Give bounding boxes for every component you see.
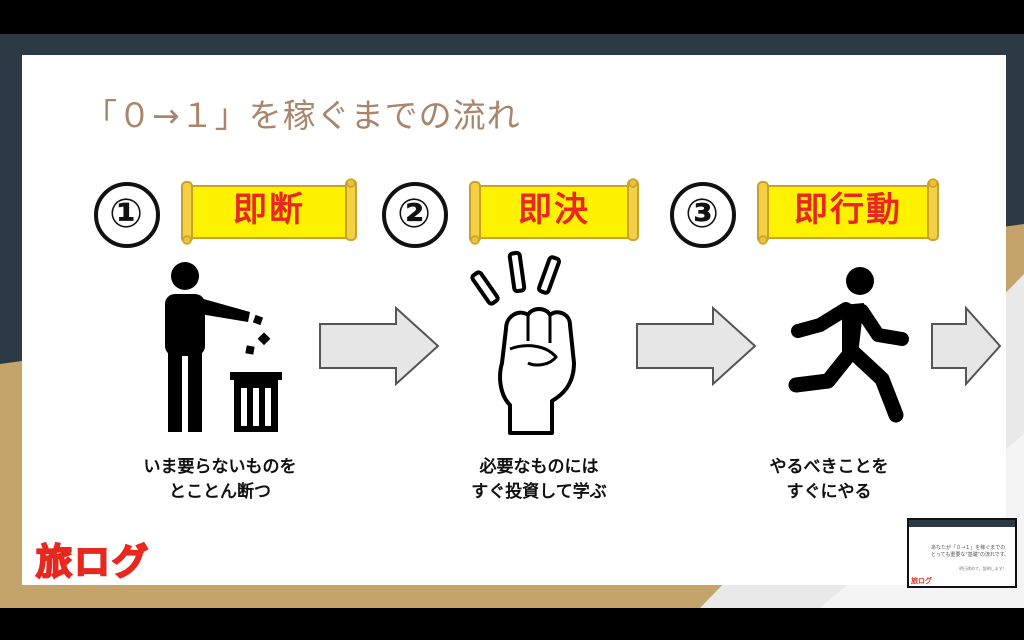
step-3-number: ③ bbox=[670, 182, 734, 246]
step-2-caption: 必要なものには すぐ投資して学ぶ bbox=[419, 455, 659, 505]
step-2-banner-label: 即決 bbox=[468, 178, 640, 246]
step-1-caption: いま要らないものを とことん断つ bbox=[100, 455, 340, 505]
thumbnail-text-line1: あなたが「０→１」を稼ぐまでの bbox=[931, 544, 1005, 551]
step-2-number: ② bbox=[382, 182, 446, 246]
flow-arrow-icon bbox=[635, 306, 757, 390]
raised-fist-icon bbox=[470, 245, 590, 445]
slide-canvas: 「０→１」を稼ぐまでの流れ ① 即断 bbox=[22, 55, 1006, 585]
flow-arrow-icon bbox=[318, 306, 440, 390]
next-slide-thumbnail[interactable]: あなたが「０→１」を稼ぐまでの とっても重要な"基礎"の流れです。 明日改めて、… bbox=[907, 518, 1017, 588]
thumbnail-text-line2: とっても重要な"基礎"の流れです。 bbox=[931, 551, 1009, 558]
step-2-banner: 即決 bbox=[468, 178, 640, 246]
step-3-banner: 即行動 bbox=[756, 178, 940, 246]
step-3-caption: やるべきことを すぐにやる bbox=[724, 455, 934, 505]
step-1-number: ① bbox=[94, 182, 158, 246]
thumbnail-text-line3: 明日改めて、説明します！ bbox=[959, 566, 1007, 572]
step-3-banner-label: 即行動 bbox=[756, 178, 940, 246]
trash-disposal-icon bbox=[150, 260, 290, 444]
step-1-banner-label: 即断 bbox=[180, 178, 358, 246]
running-person-icon bbox=[782, 265, 912, 429]
step-1-banner: 即断 bbox=[180, 178, 358, 246]
flow-arrow-icon bbox=[930, 306, 1002, 390]
slide-title: 「０→１」を稼ぐまでの流れ bbox=[84, 89, 521, 137]
brand-logo: 旅ログ bbox=[36, 533, 150, 585]
thumbnail-logo: 旅ログ bbox=[911, 576, 932, 586]
